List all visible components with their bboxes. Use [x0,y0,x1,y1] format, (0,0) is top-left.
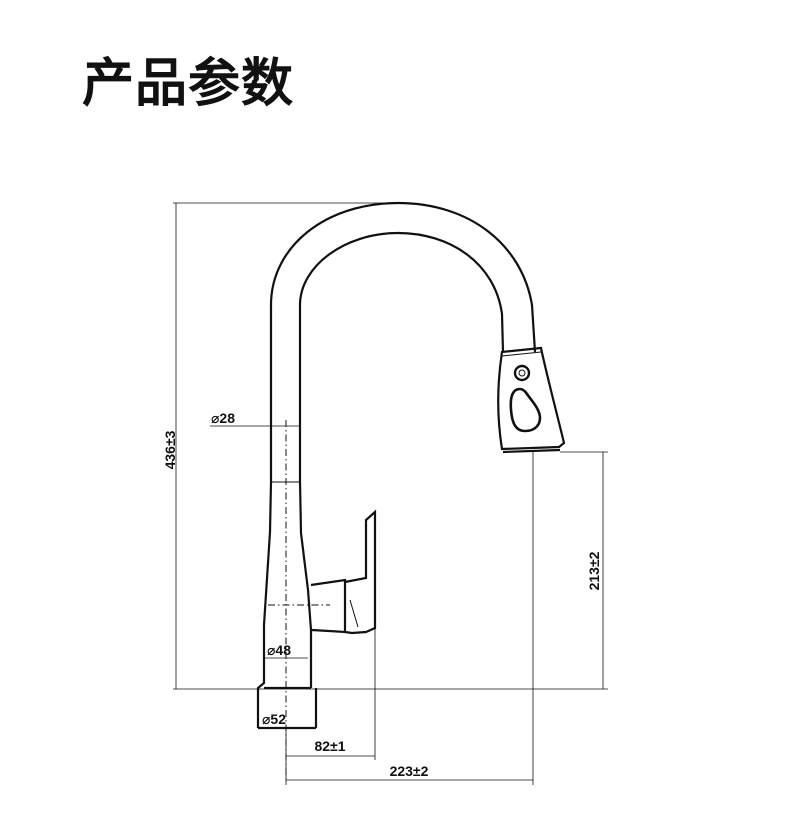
label-spout-reach: 223±2 [390,763,429,779]
handle-detail [349,599,359,628]
handle-connector [310,578,347,634]
spray-switch-icon [509,387,542,433]
faucet-outline-inner [298,231,505,688]
handle-lever [344,509,377,635]
faucet-outline-outer [256,201,537,728]
label-handle-offset: 82±1 [314,738,345,754]
label-base-diameter: ⌀52 [262,711,286,727]
label-spout-height: 213±2 [586,551,602,590]
label-body-diameter: ⌀48 [267,642,291,658]
spray-head-outline [497,346,566,451]
spray-button-icon [513,364,531,382]
spray-head-face [502,448,561,454]
page-title: 产品参数 [82,54,295,114]
label-tube-diameter: ⌀28 [211,410,235,426]
label-total-height: 436±3 [162,430,178,469]
spray-button-inner-icon [518,369,526,377]
spray-head-collar [501,351,542,357]
